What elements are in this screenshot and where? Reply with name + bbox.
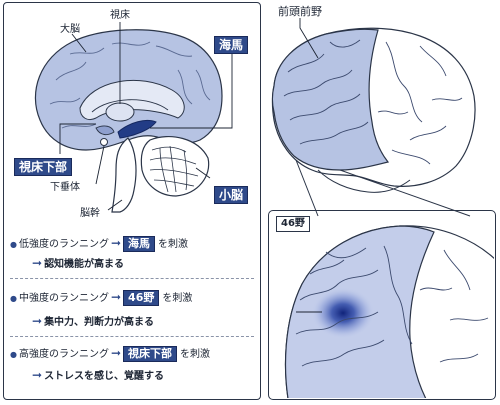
intensity-high: 高強度のランニング — [18, 349, 109, 360]
intensity-low: 低強度のランニング — [18, 239, 109, 250]
list-item-mid: ●中強度のランニング➞46野を刺激 — [10, 290, 192, 306]
divider — [10, 336, 254, 337]
bullet-icon: ● — [10, 350, 17, 359]
suffix-low: を刺激 — [158, 239, 189, 250]
lateral-brain-zoom — [284, 225, 494, 398]
bullet-icon: ● — [10, 294, 17, 303]
suffix-mid: を刺激 — [162, 293, 193, 304]
label-pituitary: 下垂体 — [50, 182, 80, 193]
label-thalamus: 視床 — [110, 10, 130, 21]
label-area46: 46野 — [276, 216, 310, 232]
result-mid-row: ➞集中力、判断力が高まる — [30, 314, 154, 330]
bullet-icon: ● — [10, 240, 17, 249]
result-low-row: ➞認知機能が高まる — [30, 256, 124, 272]
arrow-right-icon: ➞ — [110, 346, 122, 360]
suffix-high: を刺激 — [180, 349, 211, 360]
arrow-right-icon: ➞ — [110, 290, 122, 304]
target-hippocampus: 海馬 — [123, 236, 156, 252]
divider — [10, 278, 254, 279]
arrow-right-icon: ➞ — [32, 256, 43, 270]
list-item-high: ●高強度のランニング➞視床下部を刺激 — [10, 346, 210, 362]
result-low: 認知機能が高まる — [44, 259, 125, 270]
arrow-right-icon: ➞ — [32, 368, 43, 382]
label-cerebrum: 大脳 — [60, 24, 80, 35]
arrow-right-icon: ➞ — [110, 236, 122, 250]
label-brainstem: 脳幹 — [80, 208, 100, 219]
label-cerebellum: 小脳 — [214, 186, 249, 204]
result-mid: 集中力、判断力が高まる — [44, 317, 155, 328]
arrow-right-icon: ➞ — [32, 314, 43, 328]
label-hypothalamus: 視床下部 — [14, 158, 73, 176]
intensity-mid: 中強度のランニング — [18, 293, 109, 304]
label-prefrontal: 前頭前野 — [278, 5, 322, 18]
list-item-low: ●低強度のランニング➞海馬を刺激 — [10, 236, 188, 252]
result-high-row: ➞ストレスを感じ、覚醒する — [30, 368, 164, 384]
result-high: ストレスを感じ、覚醒する — [44, 371, 165, 382]
target-area46: 46野 — [123, 290, 160, 306]
lateral-brain-top — [271, 27, 476, 193]
label-hippocampus: 海馬 — [214, 36, 249, 54]
target-hypothalamus: 視床下部 — [123, 346, 178, 362]
